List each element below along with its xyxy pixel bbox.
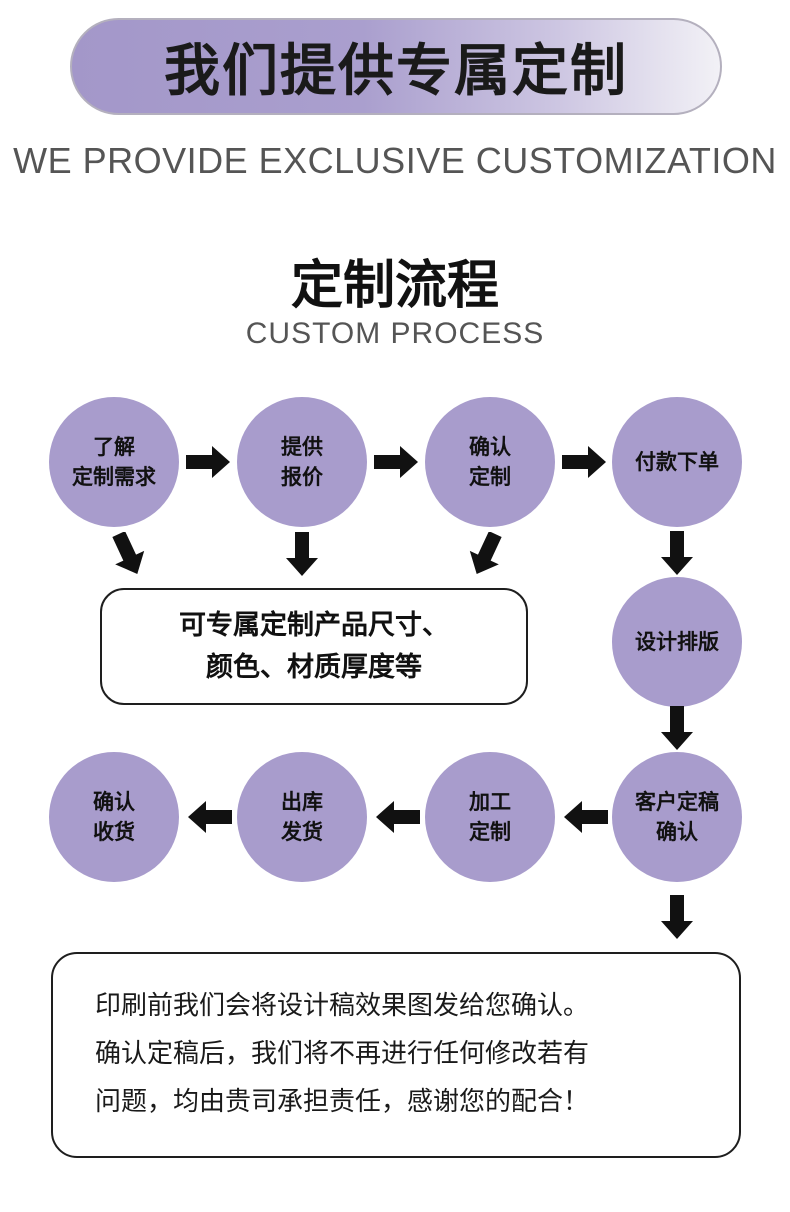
notice-line: 问题，均由贵司承担责任，感谢您的配合！ [95,1087,590,1117]
arrow-left-icon [188,801,232,833]
step-label: 收货 [93,820,135,844]
process-subtitle: CUSTOM PROCESS [245,317,545,350]
step-label: 定制 [469,820,511,844]
step-label: 确认 [469,435,511,459]
arrow-down-icon [661,895,693,939]
arrow-down-icon [661,531,693,575]
step-label: 定制需求 [72,465,156,489]
step-label: 付款下单 [635,450,719,474]
arrow-right-icon [186,446,230,478]
notice-line: 确认定稿后，我们将不再进行任何修改若有 [95,1039,590,1069]
step-shipping: 出库 发货 [237,752,367,882]
step-label: 确认 [93,790,135,814]
step-client-final-confirm: 客户定稿 确认 [612,752,742,882]
step-provide-quote: 提供 报价 [237,397,367,527]
customization-options-note: 可专属定制产品尺寸、 颜色、材质厚度等 [100,588,528,705]
header-subtitle: WE PROVIDE EXCLUSIVE CUSTOMIZATION [13,140,777,181]
notice-line: 印刷前我们会将设计稿效果图发给您确认。 [95,991,590,1021]
arrow-down-icon [286,532,318,576]
process-title: 定制流程 [290,256,499,316]
step-design-layout: 设计排版 [612,577,742,707]
header-banner: 我们提供专属定制 [70,18,722,115]
note-line: 可专属定制产品尺寸、 [179,609,449,641]
arrow-down-left-icon [469,532,502,574]
step-understand-needs: 了解 定制需求 [49,397,179,527]
step-label: 加工 [469,790,511,814]
step-confirm-receipt: 确认 收货 [49,752,179,882]
confirmation-notice: 印刷前我们会将设计稿效果图发给您确认。 确认定稿后，我们将不再进行任何修改若有 … [51,952,741,1158]
step-label: 定制 [469,465,511,489]
step-label: 客户定稿 [635,790,719,814]
step-label: 设计排版 [635,630,719,654]
arrow-left-icon [564,801,608,833]
arrow-down-right-icon [112,532,145,574]
header-title: 我们提供专属定制 [164,39,628,104]
arrow-right-icon [562,446,606,478]
arrow-down-icon [661,706,693,750]
arrow-left-icon [376,801,420,833]
step-processing: 加工 定制 [425,752,555,882]
step-label: 了解 [93,435,135,459]
arrow-right-icon [374,446,418,478]
note-line: 颜色、材质厚度等 [206,651,422,683]
step-label: 报价 [281,465,323,489]
step-label: 出库 [281,790,323,814]
step-label: 确认 [656,820,698,844]
step-confirm-customization: 确认 定制 [425,397,555,527]
step-label: 提供 [281,435,323,459]
step-label: 发货 [281,820,323,844]
step-payment-order: 付款下单 [612,397,742,527]
